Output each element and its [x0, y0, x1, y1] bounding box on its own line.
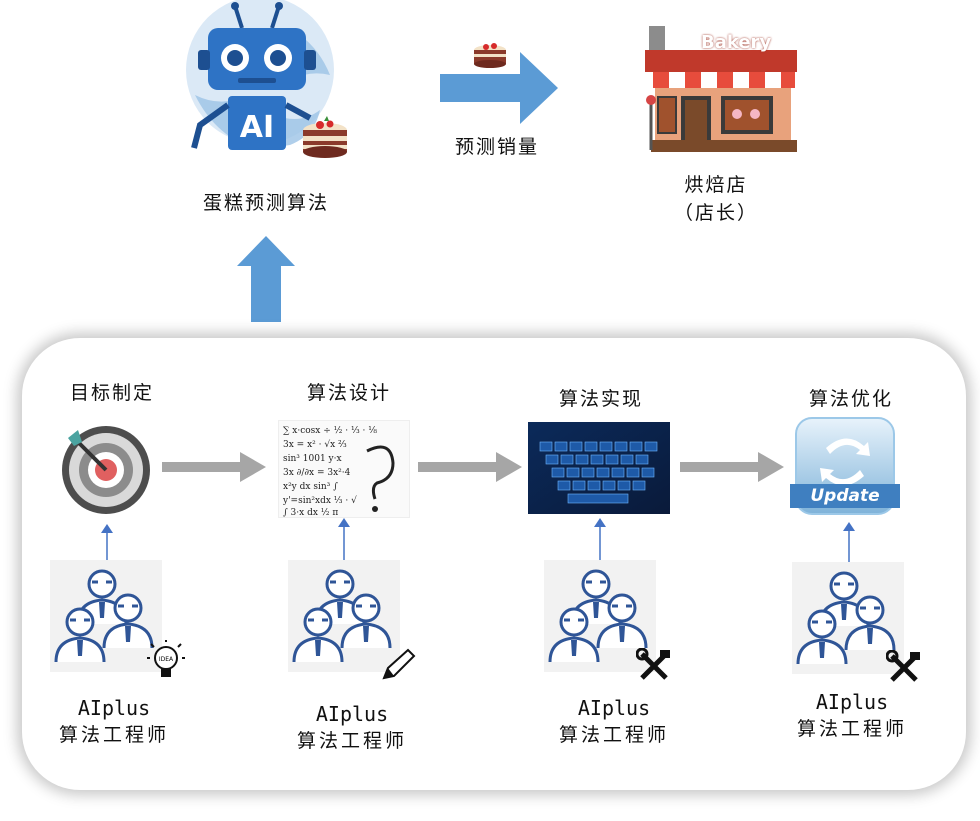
- ai-chest-text: AI: [239, 110, 275, 145]
- team-name: AIplus: [77, 696, 151, 720]
- store-manager-label: （店长）: [673, 202, 759, 224]
- up-arrow: [237, 236, 295, 322]
- small-up-arrow-1: [101, 524, 113, 560]
- svg-text:∑ x·cosx ÷ ½ · ⅓ · ⅛: ∑ x·cosx ÷ ½ · ⅓ · ⅛: [283, 425, 377, 436]
- small-up-arrow-3: [594, 518, 606, 560]
- tools-icon: [886, 650, 920, 682]
- team-label-2: AIplus 算法工程师: [297, 700, 407, 754]
- idea-text: IDEA: [159, 656, 174, 663]
- step-title-optimize: 算法优化: [808, 388, 894, 410]
- pencil-icon: [382, 648, 416, 680]
- svg-text:3x ∂/∂x = 3x²·4: 3x ∂/∂x = 3x²·4: [283, 468, 351, 478]
- bakery-store-illustration: Bakery: [645, 22, 797, 152]
- small-up-arrow-4: [843, 522, 855, 564]
- small-up-arrow-2: [338, 518, 350, 560]
- team-label-1: AIplus 算法工程师: [59, 694, 169, 748]
- team-label-4: AIplus 算法工程师: [797, 688, 907, 742]
- svg-text:sin³ 1001 y·x: sin³ 1001 y·x: [283, 454, 342, 464]
- target-icon: [62, 426, 150, 514]
- robot-ai-illustration: AI: [180, 0, 350, 160]
- algorithm-label: 蛋糕预测算法: [202, 192, 330, 214]
- bakery-label: 烘焙店: [684, 174, 748, 196]
- flow-arrow-3: [680, 452, 784, 482]
- svg-text:y'=sin²xdx ⅓ · √: y'=sin²xdx ⅓ · √: [282, 495, 357, 506]
- engineer-team-2: [288, 560, 400, 672]
- team-role: 算法工程师: [296, 730, 408, 752]
- update-badge-text: Update: [810, 486, 880, 506]
- tools-icon: [636, 648, 670, 680]
- team-role: 算法工程师: [58, 724, 170, 746]
- idea-bulb-icon: IDEA: [147, 640, 185, 677]
- svg-text:3x = x² · √x ⅔: 3x = x² · √x ⅔: [283, 439, 347, 450]
- engineer-team-4: [792, 562, 904, 674]
- team-name: AIplus: [815, 690, 889, 714]
- bakery-sign: Bakery: [701, 32, 772, 53]
- update-icon: Update: [790, 416, 900, 520]
- svg-text:x²y dx sin³ ∫: x²y dx sin³ ∫: [283, 482, 338, 492]
- team-role: 算法工程师: [796, 718, 908, 740]
- predict-arrow: [440, 52, 558, 124]
- team-name: AIplus: [315, 702, 389, 726]
- cake-icon: [303, 116, 347, 158]
- svg-text:∫ 3·x dx ½ π: ∫ 3·x dx ½ π: [283, 507, 338, 517]
- team-name: AIplus: [577, 696, 651, 720]
- step-title-goal: 目标制定: [69, 382, 155, 404]
- math-formulas-image: ∑ x·cosx ÷ ½ · ⅓ · ⅛ 3x = x² · √x ⅔ sin³…: [278, 420, 410, 518]
- flow-arrow-1: [162, 452, 266, 482]
- keyboard-image: [528, 422, 670, 514]
- step-title-design: 算法设计: [306, 382, 392, 404]
- engineer-team-1: [50, 560, 162, 672]
- predict-sales-label: 预测销量: [454, 136, 540, 158]
- team-role: 算法工程师: [558, 724, 670, 746]
- flow-arrow-2: [418, 452, 522, 482]
- small-cake-icon: [474, 43, 506, 68]
- team-label-3: AIplus 算法工程师: [559, 694, 669, 748]
- step-title-implement: 算法实现: [558, 388, 644, 410]
